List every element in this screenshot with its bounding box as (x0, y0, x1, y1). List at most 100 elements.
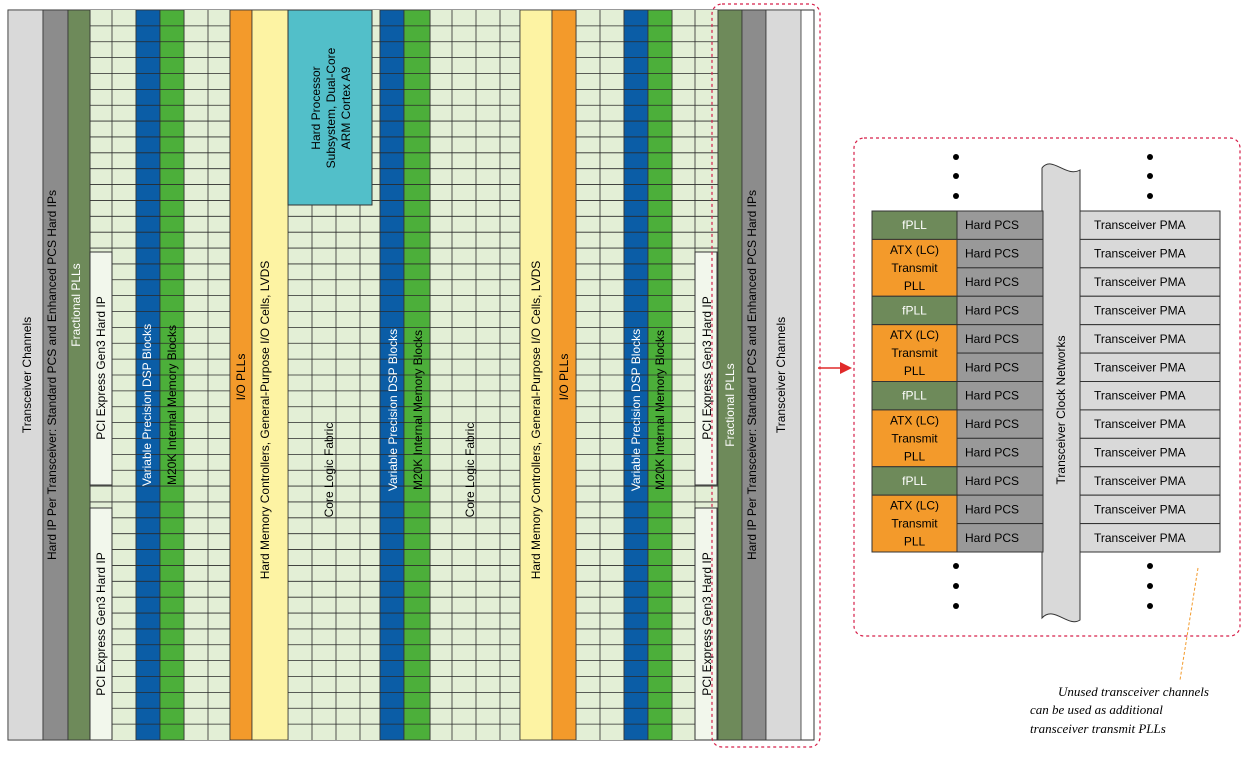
hps-line-1: Hard Processor (309, 66, 323, 149)
hard-pcs-label: Hard PCS (965, 218, 1019, 232)
arrow-head (840, 362, 852, 374)
hard-pcs-cell (956, 409, 1044, 439)
hard-pcs-cell (956, 238, 1044, 269)
transceiver-detail-panel: Transceiver Clock Networks Hard PCS Trans… (853, 137, 1241, 637)
dot-bottom-right-1 (1147, 563, 1153, 569)
atx-pll-label-line: Transmit (891, 517, 938, 531)
dot-bottom-left-2 (953, 583, 959, 589)
atx-pll-label-line: ATX (LC) (890, 499, 939, 513)
label-io-plls-left: I/O PLLs (234, 354, 248, 401)
dot-bottom-left-3 (953, 603, 959, 609)
note-line-3: transceiver transmit PLLs (1030, 721, 1166, 736)
dot-top-left-3 (953, 193, 959, 199)
label-transceiver-channels-right: Transceiver Channels (774, 317, 788, 433)
label-clock-networks: Transceiver Clock Networks (1054, 336, 1068, 485)
fpll-label: fPLL (902, 218, 927, 232)
label-pcie-bottom-right: PCI Express Gen3 Hard IP (700, 552, 714, 695)
fpll-label: fPLL (902, 303, 927, 317)
label-hard-ip-right: Hard IP Per Transceiver: Standard PCS an… (745, 190, 759, 560)
atx-pll-label-line: Transmit (891, 261, 938, 275)
transceiver-pma-cell (1079, 523, 1221, 553)
note-line-2: can be used as additional (1030, 702, 1163, 717)
transceiver-pma-label: Transceiver PMA (1094, 218, 1186, 232)
note-leader-line (1179, 567, 1199, 681)
transceiver-pma-label: Transceiver PMA (1094, 275, 1186, 289)
fpll-cell (871, 295, 958, 326)
fpll-label: fPLL (902, 389, 927, 403)
hard-pcs-cell (956, 295, 1044, 326)
transceiver-pma-label: Transceiver PMA (1094, 389, 1186, 403)
hard-pcs-label: Hard PCS (965, 502, 1019, 516)
fpga-floorplan: Hard Processor Subsystem, Dual-Core ARM … (7, 9, 815, 741)
transceiver-pma-label: Transceiver PMA (1094, 502, 1186, 516)
label-pcie-top-right: PCI Express Gen3 Hard IP (700, 296, 714, 439)
label-pcie-top-left: PCI Express Gen3 Hard IP (94, 296, 108, 439)
detail-dashed-border (853, 137, 1241, 637)
label-m20k-right: M20K Internal Memory Blocks (653, 330, 667, 490)
hard-pcs-label: Hard PCS (965, 303, 1019, 317)
transceiver-pma-cell (1079, 381, 1221, 411)
label-hard-ip-left: Hard IP Per Transceiver: Standard PCS an… (45, 190, 59, 560)
transceiver-pma-label: Transceiver PMA (1094, 332, 1186, 346)
atx-pll-label-line: PLL (904, 279, 926, 293)
atx-pll-cell (871, 409, 958, 468)
note: Unused transceiver channels can be used … (1030, 684, 1209, 736)
label-dsp-mid: Variable Precision DSP Blocks (386, 329, 400, 491)
hps-label: Hard Processor Subsystem, Dual-Core ARM … (309, 47, 353, 168)
transceiver-pma-label: Transceiver PMA (1094, 474, 1186, 488)
hard-pcs-cell (956, 523, 1044, 553)
atx-pll-cell (871, 324, 958, 382)
hard-pcs-label: Hard PCS (965, 446, 1019, 460)
highlight-transceiver-region (711, 3, 821, 748)
atx-pll-label-line: Transmit (891, 431, 938, 445)
transceiver-pma-label: Transceiver PMA (1094, 303, 1186, 317)
label-dsp-left: Variable Precision DSP Blocks (140, 324, 154, 486)
label-fractional-plls-left: Fractional PLLs (69, 263, 83, 346)
detail-rows: Hard PCS Transceiver PMA Hard PCS Transceiv… (871, 210, 1221, 553)
label-core-fabric-left: Core Logic Fabric (322, 423, 336, 518)
atx-pll-label-line: ATX (LC) (890, 243, 939, 257)
label-m20k-left: M20K Internal Memory Blocks (165, 325, 179, 485)
transceiver-pma-cell (1079, 437, 1221, 468)
atx-pll-label-line: PLL (904, 535, 926, 549)
fpll-cell (871, 210, 958, 240)
hard-pcs-cell (956, 381, 1044, 411)
strip-fractional-plls-left (67, 9, 91, 741)
hard-pcs-label: Hard PCS (965, 332, 1019, 346)
pcie-box-bottom-left (89, 507, 113, 741)
atx-pll-cell (871, 238, 958, 297)
hps-line-3: ARM Cortex A9 (339, 66, 353, 149)
strip-hmc-left (251, 9, 289, 741)
fpll-label: fPLL (902, 474, 927, 488)
hard-pcs-label: Hard PCS (965, 417, 1019, 431)
strip-fractional-plls-right (717, 9, 743, 741)
hard-pcs-label: Hard PCS (965, 389, 1019, 403)
hard-pcs-label: Hard PCS (965, 360, 1019, 374)
dot-top-right-2 (1147, 173, 1153, 179)
strip-hard-ip-left (42, 9, 69, 741)
label-hmc-right: Hard Memory Controllers, General-Purpose… (529, 261, 543, 580)
hps-line-2: Subsystem, Dual-Core (324, 47, 338, 168)
label-transceiver-channels-left: Transceiver Channels (20, 317, 34, 433)
hard-pcs-cell (956, 466, 1044, 496)
label-io-plls-right: I/O PLLs (557, 354, 571, 401)
transceiver-pma-cell (1079, 324, 1221, 354)
hard-pcs-cell (956, 210, 1044, 240)
dot-bottom-left-1 (953, 563, 959, 569)
label-hmc-left: Hard Memory Controllers, General-Purpose… (258, 261, 272, 580)
hard-pcs-label: Hard PCS (965, 275, 1019, 289)
label-m20k-mid: M20K Internal Memory Blocks (411, 330, 425, 490)
transceiver-pma-cell (1079, 210, 1221, 240)
atx-pll-label-line: ATX (LC) (890, 328, 939, 342)
transceiver-pma-cell (1079, 352, 1221, 383)
atx-pll-label-line: PLL (904, 364, 926, 378)
strip-transceiver-channels-left (7, 9, 44, 741)
pcie-box-top-left (89, 251, 113, 486)
transceiver-pma-cell (1079, 409, 1221, 439)
label-dsp-right: Variable Precision DSP Blocks (629, 329, 643, 491)
hard-pcs-label: Hard PCS (965, 531, 1019, 545)
label-fractional-plls-right: Fractional PLLs (723, 363, 737, 446)
transceiver-pma-label: Transceiver PMA (1094, 446, 1186, 460)
transceiver-pma-cell (1079, 238, 1221, 269)
